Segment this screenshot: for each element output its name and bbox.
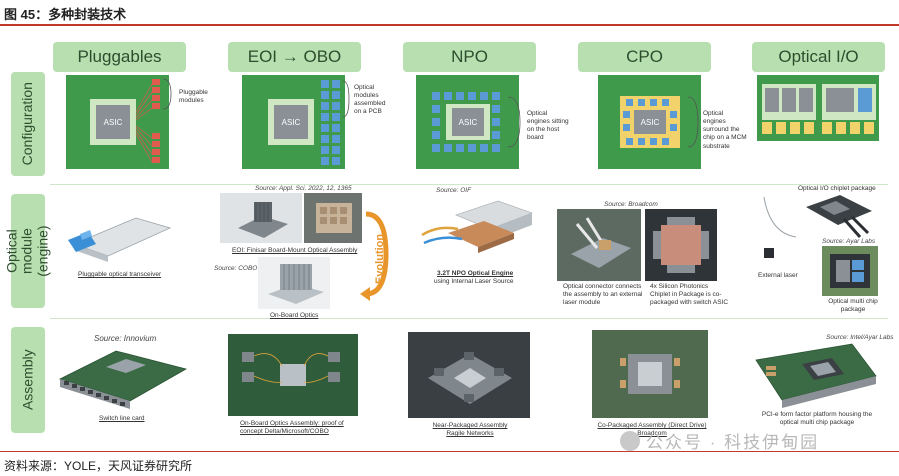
oio-package-right — [820, 80, 878, 138]
cpo-assembly-caption: Co-Packaged Assembly (Direct Drive) Broa… — [597, 422, 707, 438]
column-header-cpo: CPO — [578, 42, 711, 72]
pluggables-bracket — [162, 78, 177, 115]
npo-module-ring — [430, 90, 506, 154]
row-separator — [50, 184, 888, 185]
watermark-text: 公众号 · 科技伊甸园 — [646, 433, 820, 452]
cpo-bracket — [687, 96, 702, 153]
cpo-source: Source: Broadcom — [604, 201, 658, 208]
obo-assembly-caption: On-Board Optics Assembly: proof of conce… — [240, 420, 344, 436]
row-label-assembly: Assembly — [11, 327, 45, 433]
npo-note: Optical engines sitting on the host boar… — [527, 110, 569, 142]
row-label-optical-module: Optical module (engine) — [4, 194, 51, 308]
evolution-arrow — [360, 210, 394, 307]
cpo-photo-left-device — [563, 214, 635, 281]
obo-optical-modules — [320, 80, 342, 166]
switch-caption: Switch line card — [99, 415, 145, 422]
oio-assembly-photo — [752, 340, 880, 408]
oio-package-left — [760, 80, 818, 138]
pluggable-module — [152, 141, 160, 147]
pluggables-note: Pluggable modules — [179, 89, 208, 105]
figure-title: 图 45：多种封装技术 — [4, 7, 127, 22]
oio-multichip-device — [828, 252, 872, 295]
watermark: 公众号 · 科技伊甸园 — [620, 428, 819, 453]
oio-chiplet-image — [760, 193, 876, 247]
pluggable-module — [152, 149, 160, 155]
cpo-assembly-detail — [598, 336, 702, 417]
wechat-icon — [620, 430, 640, 451]
pluggable-module — [152, 87, 160, 93]
oio-caption-bottom: Optical multi chip package — [828, 298, 878, 314]
bottom-rule — [0, 451, 899, 452]
pluggable-module — [152, 95, 160, 101]
npo-engine-sub: using Internal Laser Source — [434, 278, 514, 285]
innovium-source: Source: Innovium — [94, 334, 157, 343]
obo-bracket — [342, 80, 353, 123]
cobo-source: Source: COBO — [214, 265, 258, 272]
column-header-optical-io: Optical I/O — [752, 42, 885, 72]
oio-caption-top: Optical I/O chiplet package — [798, 185, 876, 192]
column-header-eoi-obo: EOI → OBO — [228, 42, 361, 72]
oio-assembly-source: Source: Intel/Ayar Labs — [826, 334, 894, 341]
pluggables-fibers — [135, 82, 153, 164]
pluggable-module — [152, 79, 160, 85]
pluggable-caption: Pluggable optical transceiver — [78, 271, 162, 278]
npo-engine-image — [418, 195, 536, 265]
pluggable-module — [152, 157, 160, 163]
pluggables-asic: ASIC — [96, 105, 130, 139]
npo-asic: ASIC — [452, 108, 484, 136]
column-header-npo: NPO — [403, 42, 536, 72]
cobo-device — [262, 260, 328, 311]
npo-engine-title: 3.2T NPO Optical Engine — [437, 270, 514, 277]
obo-asic: ASIC — [274, 105, 308, 139]
row-separator — [50, 318, 888, 319]
column-header-pluggables: Pluggables — [53, 42, 186, 72]
evolution-label: Evolution — [374, 233, 386, 284]
cpo-caption-right: 4x Silicon Photonics Chiplet in Package … — [650, 283, 729, 307]
obo-assembly-detail — [232, 338, 354, 417]
npo-assembly-detail — [414, 338, 524, 417]
cpo-note: Optical engines surround the chip on a M… — [703, 110, 747, 150]
oio-assembly-caption: PCI-e form factor platform housing the o… — [761, 411, 873, 427]
oio-laser-box — [764, 248, 774, 258]
source-note: 资料来源：YOLE，天风证券研究所 — [4, 459, 193, 473]
pluggable-module — [152, 133, 160, 139]
eoi-photo-left-device — [228, 198, 296, 245]
npo-source: Source: OIF — [436, 187, 472, 194]
row-label-configuration: Configuration — [11, 72, 45, 176]
oio-laser-label: External laser — [758, 272, 798, 279]
cpo-caption-left: Optical connector connects the assembly … — [563, 283, 643, 307]
cobo-caption: On-Board Optics — [270, 312, 319, 319]
npo-assembly-caption: Near-Packaged Assembly Ragile Networks — [432, 422, 508, 438]
npo-bracket — [507, 96, 526, 153]
top-rule — [0, 24, 899, 26]
pluggable-transceiver-image — [66, 204, 176, 264]
cpo-photo-right-chip — [651, 215, 711, 280]
cpo-asic: ASIC — [634, 110, 666, 134]
eoi-caption: EOI: Finisar Board-Mount Optical Assembl… — [232, 247, 358, 254]
switch-line-card-image — [56, 343, 190, 411]
obo-note: Optical modules assembled on a PCB — [354, 84, 386, 116]
cpo-engines — [620, 96, 680, 148]
eoi-source: Source: Appl. Sci. 2022, 12, 1365 — [255, 185, 352, 192]
pluggable-module — [152, 103, 160, 109]
eoi-photo-right-device — [314, 201, 354, 240]
oio-source: Source: Ayar Labs — [822, 238, 876, 245]
